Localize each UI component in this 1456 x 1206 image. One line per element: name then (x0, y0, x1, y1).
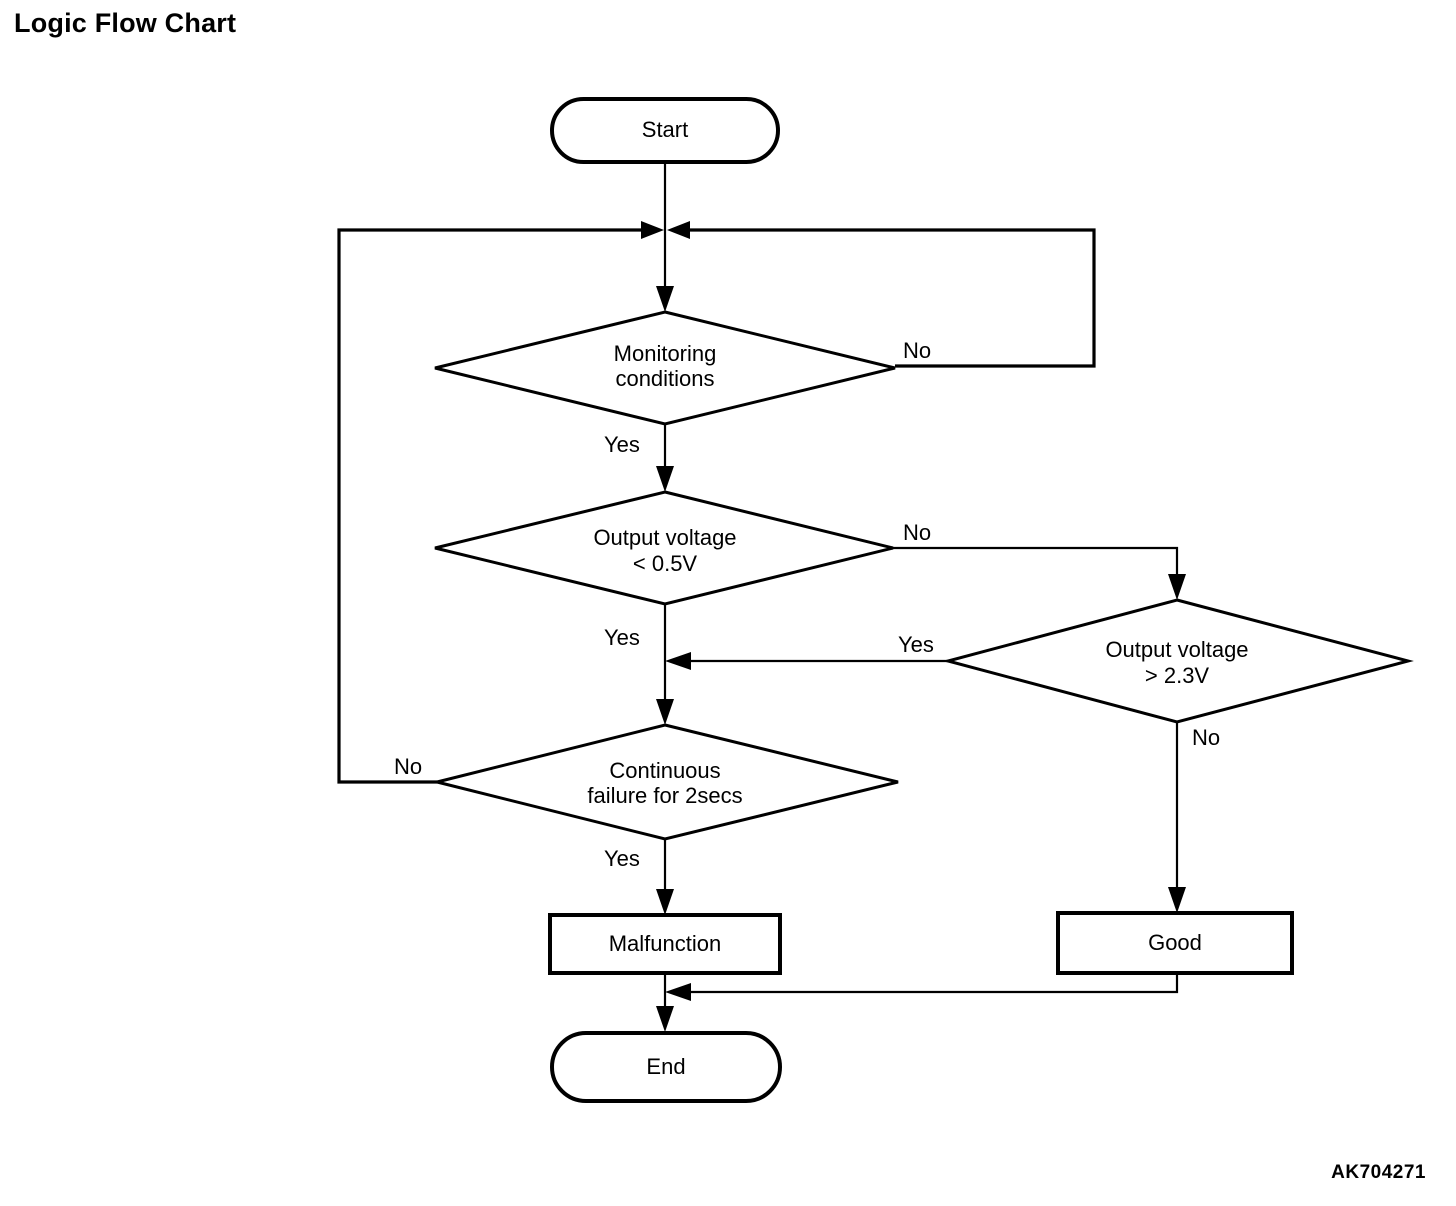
output-voltage-low-label-line2: < 0.5V (633, 551, 698, 576)
edge-label-vhigh-no: No (1192, 725, 1220, 750)
edge-label-vlow-no: No (903, 520, 931, 545)
edge-good-to-end-trunk (678, 973, 1179, 994)
figure-code: AK704271 (1331, 1162, 1426, 1183)
arrow-head-to-end (656, 1006, 674, 1032)
page-title: Logic Flow Chart (14, 8, 237, 38)
node-good[interactable]: Good (1056, 911, 1294, 975)
node-end[interactable]: End (550, 1031, 782, 1103)
arrow-head-to-good (1168, 887, 1186, 913)
monitoring-conditions-label-line1: Monitoring (614, 341, 717, 366)
arrow-head-to-vhigh (1168, 574, 1186, 600)
arrow-head-right-loopback (667, 221, 690, 239)
edge-label-vlow-yes: Yes (604, 625, 640, 650)
edge-label-continuous-no: No (394, 754, 422, 779)
edge-vlow-no-to-vhigh (893, 546, 1179, 585)
node-continuous-failure[interactable]: Continuous failure for 2secs (436, 723, 899, 841)
malfunction-label: Malfunction (609, 931, 722, 956)
edge-label-continuous-yes: Yes (604, 846, 640, 871)
arrow-head-vhigh-yes-join (665, 652, 691, 670)
output-voltage-high-label-line2: > 2.3V (1145, 663, 1210, 688)
end-label: End (646, 1054, 685, 1079)
good-shape (1056, 911, 1294, 975)
continuous-failure-label-line1: Continuous (609, 758, 720, 783)
arrow-head-to-malfunction (656, 889, 674, 915)
arrow-head-left-loopback (641, 221, 664, 239)
node-malfunction[interactable]: Malfunction (548, 913, 782, 975)
end-shape (550, 1031, 782, 1103)
edge-label-monitoring-yes: Yes (604, 432, 640, 457)
edge-monitoring-no-loopback (686, 228, 1096, 368)
node-output-voltage-high[interactable]: Output voltage > 2.3V (942, 598, 1414, 724)
arrow-head-to-continuous (656, 699, 674, 725)
output-voltage-high-label-line1: Output voltage (1105, 637, 1248, 662)
start-label: Start (642, 117, 688, 142)
arrow-head-to-vlow (656, 466, 674, 492)
continuous-failure-label-line2: failure for 2secs (587, 783, 742, 808)
output-voltage-low-label-line1: Output voltage (593, 525, 736, 550)
good-label: Good (1148, 930, 1202, 955)
edge-label-monitoring-no: No (903, 338, 931, 363)
monitoring-conditions-label-line2: conditions (615, 366, 714, 391)
edge-label-vhigh-yes: Yes (898, 632, 934, 657)
arrow-head-to-monitoring (656, 286, 674, 312)
node-output-voltage-low[interactable]: Output voltage < 0.5V (434, 490, 894, 606)
node-monitoring-conditions[interactable]: Monitoring conditions (434, 310, 896, 426)
edge-continuous-no-loopback (337, 228, 645, 784)
node-start[interactable]: Start (550, 97, 780, 164)
arrow-head-good-join (665, 983, 691, 1001)
malfunction-shape (548, 913, 782, 975)
